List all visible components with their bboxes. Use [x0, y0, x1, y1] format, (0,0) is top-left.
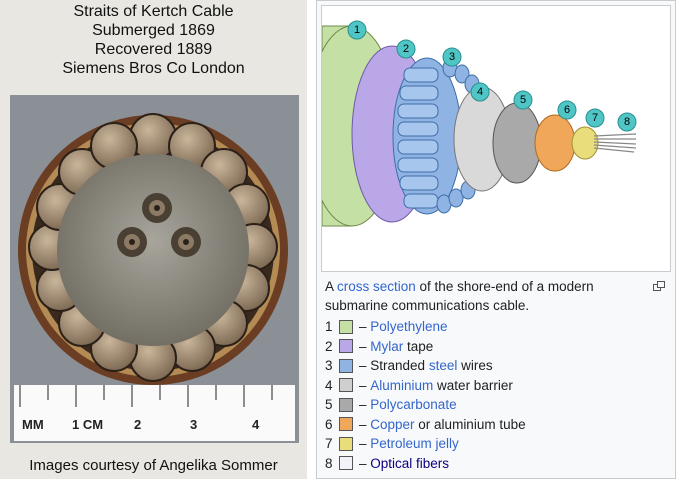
legend-dash: –	[359, 436, 370, 451]
legend-dash: –	[359, 378, 370, 393]
optical-fibers-link[interactable]: Optical fibers	[370, 456, 449, 471]
legend-dash: –	[359, 339, 370, 354]
image-credit: Images courtesy of Angelika Sommer	[0, 457, 307, 474]
legend-number: 4	[325, 378, 335, 393]
legend-row-copper: 6 – Copper or aluminium tube	[325, 415, 665, 435]
legend-swatch	[339, 320, 353, 334]
legend-text: water barrier	[433, 378, 513, 393]
legend-row-aluminium: 4 – Aluminium water barrier	[325, 376, 665, 396]
legend-dash: –	[359, 397, 370, 412]
ruler-label: 4	[252, 417, 259, 432]
legend-row-optical-fibers: 8 – Optical fibers	[325, 454, 665, 474]
cross-section-link[interactable]: cross section	[337, 279, 416, 294]
legend-swatch	[339, 398, 353, 412]
caption-line: Siemens Bros Co London	[0, 59, 307, 78]
legend-swatch	[339, 437, 353, 451]
legend-row-mylar: 2 – Mylar tape	[325, 337, 665, 357]
legend-dash: –	[359, 417, 370, 432]
caption-line: Straits of Kertch Cable	[0, 2, 307, 21]
diagram-label-4: 4	[477, 86, 483, 98]
legend-number: 8	[325, 456, 335, 471]
diagram-label-2: 2	[403, 43, 409, 55]
image-description: A cross section of the shore-end of a mo…	[325, 277, 635, 315]
polyethylene-link[interactable]: Polyethylene	[370, 319, 447, 334]
cable-diagram[interactable]: 1 2 3 4 5 6 7 8	[321, 5, 671, 272]
ruler-label: 2	[134, 417, 141, 432]
diagram-label-5: 5	[520, 94, 526, 106]
petroleum-jelly-link[interactable]: Petroleum jelly	[370, 436, 459, 451]
legend-dash: –	[359, 358, 370, 373]
aluminium-link[interactable]: Aluminium	[370, 378, 433, 393]
cable-cross-section-photo[interactable]: MM 1 CM 2 3 4	[10, 95, 299, 443]
diagram-label-1: 1	[354, 24, 360, 36]
legend-pre-text: Stranded	[370, 358, 429, 373]
legend-text: wires	[457, 358, 492, 373]
legend-number: 7	[325, 436, 335, 451]
legend-number: 6	[325, 417, 335, 432]
legend-row-steel: 3 – Stranded steel wires	[325, 356, 665, 376]
photo-caption: Straits of Kertch Cable Submerged 1869 R…	[0, 2, 307, 78]
diagram-labels: 1 2 3 4 5 6 7 8	[322, 6, 670, 271]
legend-number: 3	[325, 358, 335, 373]
ruler-label: 1 CM	[72, 417, 103, 432]
caption-line: Submerged 1869	[0, 21, 307, 40]
cable-photo-illustration	[10, 95, 299, 443]
right-infobox-panel: 1 2 3 4 5 6 7 8 A cross section of the s…	[316, 0, 676, 479]
legend-number: 2	[325, 339, 335, 354]
diagram-label-8: 8	[624, 116, 630, 128]
layer-legend: 1 – Polyethylene 2 – Mylar tape 3 – Stra…	[325, 317, 665, 473]
legend-swatch	[339, 417, 353, 431]
ruler-label: MM	[22, 417, 44, 432]
legend-swatch	[339, 359, 353, 373]
enlarge-icon[interactable]	[653, 278, 665, 288]
legend-dash: –	[359, 319, 370, 334]
left-image-panel: Straits of Kertch Cable Submerged 1869 R…	[0, 0, 307, 479]
ruler-labels: MM 1 CM 2 3 4	[10, 417, 299, 435]
diagram-label-7: 7	[592, 112, 598, 124]
polycarbonate-link[interactable]: Polycarbonate	[370, 397, 456, 412]
diagram-label-6: 6	[564, 104, 570, 116]
legend-row-polyethylene: 1 – Polyethylene	[325, 317, 665, 337]
ruler-label: 3	[190, 417, 197, 432]
copper-link[interactable]: Copper	[370, 417, 414, 432]
legend-row-petroleum-jelly: 7 – Petroleum jelly	[325, 434, 665, 454]
legend-row-polycarbonate: 5 – Polycarbonate	[325, 395, 665, 415]
legend-text: or aluminium tube	[415, 417, 526, 432]
description-prefix: A	[325, 279, 337, 294]
legend-swatch	[339, 378, 353, 392]
legend-swatch	[339, 456, 353, 470]
legend-number: 1	[325, 319, 335, 334]
mylar-link[interactable]: Mylar	[370, 339, 403, 354]
legend-number: 5	[325, 397, 335, 412]
legend-text: tape	[403, 339, 433, 354]
legend-swatch	[339, 339, 353, 353]
caption-line: Recovered 1889	[0, 40, 307, 59]
diagram-label-3: 3	[449, 51, 455, 63]
steel-link[interactable]: steel	[429, 358, 458, 373]
legend-dash: –	[359, 456, 370, 471]
